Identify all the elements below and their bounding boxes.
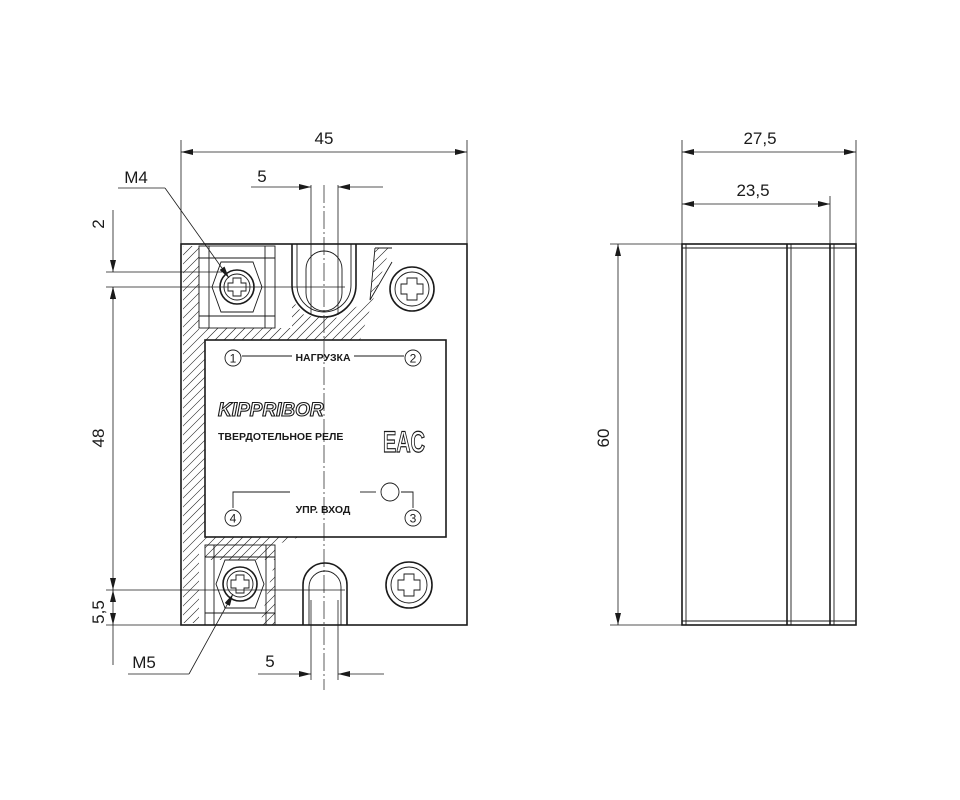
thread-bottom-label: M5 — [132, 653, 156, 672]
side-dimensions: 27,5 23,5 60 — [594, 129, 857, 626]
dim-top-offset: 2 — [89, 219, 108, 228]
load-label: НАГРУЗКА — [295, 352, 351, 364]
dim-side-depth: 27,5 — [743, 129, 776, 148]
screw-cross-icon — [230, 574, 250, 594]
indicator-led-icon — [380, 482, 400, 502]
terminal-number-3: 3 — [410, 512, 417, 526]
terminal-number-4: 4 — [230, 512, 237, 526]
dim-bottom-offset: 5,5 — [89, 600, 108, 624]
hatch-lines — [183, 246, 205, 623]
hatch-lines — [205, 537, 300, 625]
control-input-label: УПР. ВХОД — [296, 504, 351, 516]
product-label: ТВЕРДОТЕЛЬНОЕ РЕЛЕ — [218, 431, 343, 443]
side-body-outline — [681, 243, 857, 626]
label-plate: 1 2 НАГРУЗКА KIPPRIBOR ТВЕРДОТЕЛЬНОЕ РЕЛ… — [204, 339, 447, 538]
terminal-number-2: 2 — [410, 352, 417, 366]
mount-screw-top-right — [369, 247, 435, 312]
terminal-block-bottom-left — [204, 544, 276, 626]
screw-cross-icon — [400, 277, 424, 301]
dim-overall-height: 60 — [594, 429, 613, 448]
mounting-slot-bottom — [302, 562, 348, 625]
dim-side-body-depth: 23,5 — [736, 181, 769, 200]
hatch-lines — [199, 246, 390, 340]
screw-cross-icon — [227, 277, 247, 297]
terminal-number-1: 1 — [230, 352, 237, 366]
front-dimensions: 45 5 5 M4 M5 2 48 5,5 — [89, 129, 468, 677]
dim-overall-width: 45 — [315, 129, 334, 148]
dim-mount-spacing: 48 — [89, 429, 108, 448]
screw-cross-icon — [397, 573, 421, 597]
eac-mark: EAC — [383, 426, 425, 459]
thread-top-label: M4 — [124, 168, 148, 187]
dim-slot-bottom-width: 5 — [265, 652, 274, 671]
side-view — [681, 243, 857, 626]
brand-logo: KIPPRIBOR — [218, 400, 324, 421]
hatched-section — [183, 246, 390, 625]
label-plate-outline — [204, 339, 447, 538]
dim-slot-top-width: 5 — [257, 167, 266, 186]
front-view: 1 2 НАГРУЗКА KIPPRIBOR ТВЕРДОТЕЛЬНОЕ РЕЛ… — [180, 185, 468, 690]
mount-screw-bottom-right — [385, 561, 433, 609]
